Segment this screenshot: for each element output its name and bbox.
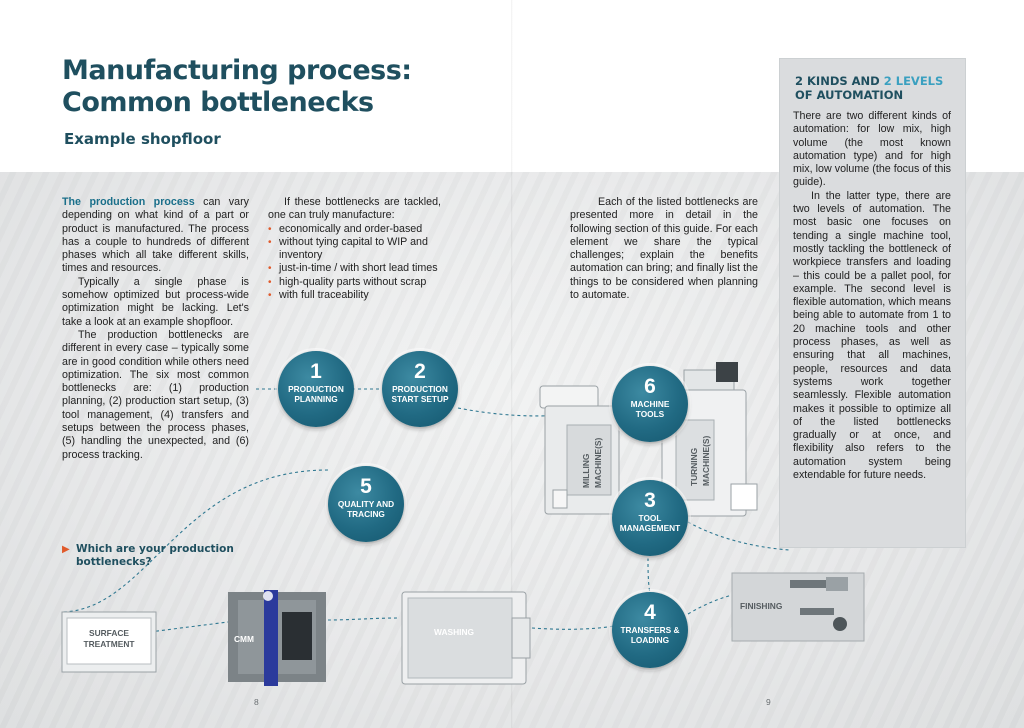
list-item: •with full traceability (268, 289, 369, 302)
milling-machine-illustration: MILLING MACHINE(S) (539, 385, 620, 515)
phase-number: 3 (644, 489, 656, 512)
arrow-right-icon: ▶ (62, 544, 70, 555)
sidebar-title-highlight: 2 LEVELS (883, 74, 944, 88)
page-subtitle: Example shopfloor (64, 130, 221, 148)
benefits-list: •economically and order-based •without t… (268, 223, 441, 303)
finishing-illustration: FINISHING (731, 572, 865, 642)
list-item: •without tying capital to WIP and invent… (268, 235, 428, 262)
turning-label-line1: TURNING (689, 448, 699, 486)
intro-paragraph-1-text: can vary depending on what kind of a par… (62, 196, 249, 275)
connector-cmm-to-washing (327, 617, 399, 621)
phase-number: 2 (414, 360, 426, 383)
bullet-icon: • (268, 223, 272, 235)
sidebar-paragraph-1: There are two different kinds of automat… (793, 110, 951, 189)
sidebar-title: 2 KINDS AND 2 LEVELS OF AUTOMATION (795, 74, 943, 102)
phase-label: PRODUCTION START SETUP (391, 384, 449, 404)
benefits-intro: If these bottlenecks are tackled, one ca… (268, 196, 441, 222)
milling-label-line1: MILLING (581, 454, 591, 488)
connector-tool-to-transfers (647, 557, 651, 595)
list-item: •economically and order-based (268, 222, 423, 235)
bullet-icon: • (268, 290, 272, 302)
phase-number: 6 (644, 375, 656, 398)
phase-label: TRANSFERS & LOADING (620, 625, 680, 645)
sidebar-title-part2: OF AUTOMATION (795, 88, 904, 102)
page-fold (511, 0, 513, 728)
intro-paragraph-3: The production bottlenecks are different… (62, 328, 249, 461)
automation-sidebar: 2 KINDS AND 2 LEVELS OF AUTOMATION There… (779, 58, 966, 548)
cmm-illustration: CMM (228, 590, 326, 686)
page-title: Manufacturing process: Common bottleneck… (62, 55, 412, 119)
washing-machine-illustration: WASHING (401, 591, 531, 685)
phase-number: 1 (310, 360, 322, 383)
page-number-left: 8 (254, 697, 259, 707)
connector-surface-to-cmm (149, 621, 229, 633)
benefits-column: If these bottlenecks are tackled, one ca… (268, 196, 441, 302)
intro-column: The production process can vary dependin… (62, 196, 249, 462)
page-title-line1: Manufacturing process: (62, 55, 412, 86)
guide-column: Each of the listed bottlenecks are prese… (570, 196, 758, 302)
phase-circle-production-planning: 1 PRODUCTION PLANNING (278, 351, 354, 427)
connector-quality-to-surface (61, 469, 329, 613)
phase-number: 5 (360, 475, 372, 498)
page-title-line2: Common bottlenecks (62, 87, 374, 118)
phase-circle-quality-tracing: 5 QUALITY AND TRACING (328, 466, 404, 542)
connector-tool-to-finishing (687, 521, 791, 551)
phase-circle-tool-management: 3 TOOL MANAGEMENT (612, 480, 688, 556)
surface-treatment-label-line2: TREATMENT (83, 639, 135, 649)
phase-number: 4 (644, 601, 656, 624)
phase-circle-machine-tools: 6 MACHINE TOOLS (612, 366, 688, 442)
surface-treatment-label-line1: SURFACE (89, 628, 129, 638)
phase-label: TOOL MANAGEMENT (619, 513, 681, 533)
intro-paragraph-2: Typically a single phase is somehow opti… (62, 275, 249, 328)
washing-label: WASHING (434, 627, 474, 637)
finishing-label: FINISHING (740, 601, 782, 611)
cmm-label: CMM (234, 634, 254, 644)
bullet-icon: • (268, 263, 272, 275)
bullet-icon: • (268, 236, 272, 248)
sidebar-title-part1: 2 KINDS AND (795, 74, 884, 88)
bottlenecks-prompt-text: Which are your production bottlenecks? (76, 543, 234, 568)
intro-paragraph-1: The production process can vary dependin… (62, 196, 249, 276)
phase-label: QUALITY AND TRACING (337, 499, 395, 519)
turning-label-line2: MACHINE(S) (701, 436, 711, 486)
list-item: •just-in-time / with short lead times (268, 262, 438, 275)
surface-treatment-illustration: SURFACE TREATMENT (61, 611, 157, 673)
turning-machine-illustration: TURNING MACHINE(S) (661, 362, 758, 517)
phase-label: PRODUCTION PLANNING (288, 384, 344, 404)
sidebar-paragraph-2: In the latter type, there are two levels… (793, 189, 951, 482)
bottlenecks-prompt: ▶ Which are your production bottlenecks? (62, 543, 266, 569)
list-item: •high-quality parts without scrap (268, 275, 427, 288)
connector-transfers-to-finishing (687, 593, 737, 615)
sidebar-body: There are two different kinds of automat… (793, 110, 951, 482)
connector-washing-to-transfers (531, 625, 615, 630)
phase-circle-production-start-setup: 2 PRODUCTION START SETUP (382, 351, 458, 427)
intro-lead: The production process (62, 196, 195, 208)
page-number-right: 9 (766, 697, 771, 707)
phase-circle-transfers-loading: 4 TRANSFERS & LOADING (612, 592, 688, 668)
guide-paragraph: Each of the listed bottlenecks are prese… (570, 196, 758, 302)
milling-label-line2: MACHINE(S) (593, 438, 603, 488)
phase-label: MACHINE TOOLS (630, 399, 670, 419)
bullet-icon: • (268, 276, 272, 288)
